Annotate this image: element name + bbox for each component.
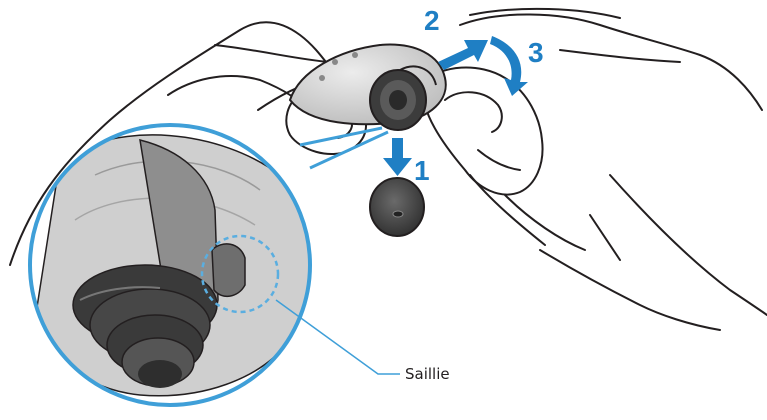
zoom-detail-circle <box>28 123 312 407</box>
step-1-label: 1 <box>414 155 430 186</box>
callout-label-projection: Saillie <box>405 365 450 383</box>
right-hand <box>424 7 767 331</box>
arrow-step-2 <box>438 40 488 70</box>
projection-highlight-ring <box>200 234 280 314</box>
earbud-body <box>288 43 447 131</box>
arrow-step-1 <box>383 138 412 176</box>
ear-tip-removed <box>369 177 425 237</box>
step-3-label: 3 <box>528 37 544 68</box>
step-2-label: 2 <box>424 5 440 36</box>
arrow-step-3 <box>490 36 528 96</box>
callout-leader-line <box>275 299 400 375</box>
zoom-connector <box>299 126 389 170</box>
